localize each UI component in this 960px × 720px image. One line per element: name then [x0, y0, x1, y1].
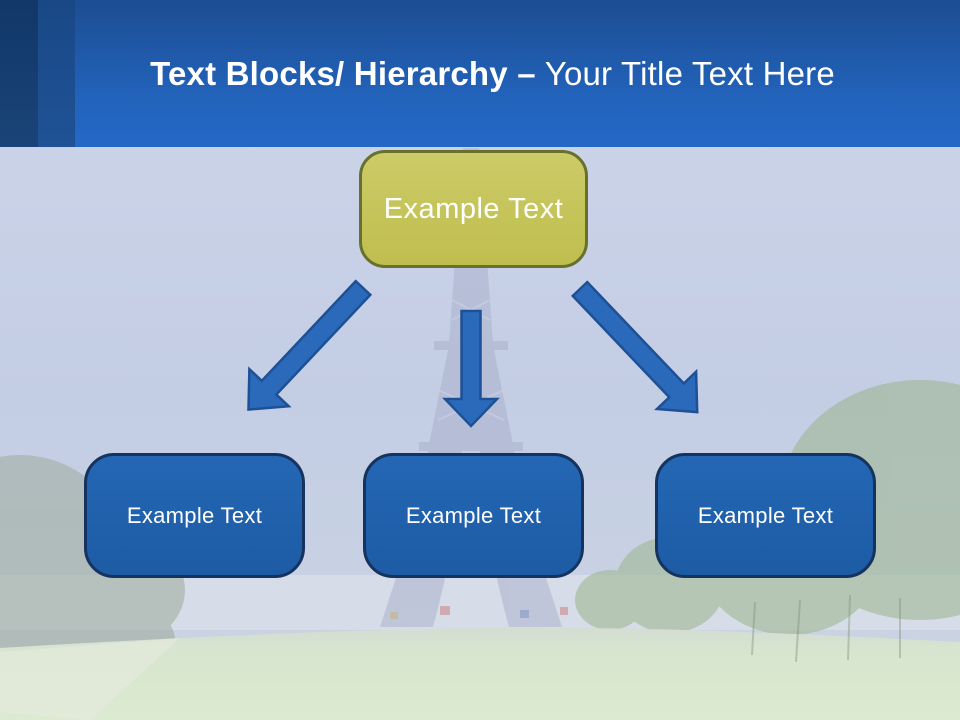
arrow-down-icon[interactable]: [442, 309, 500, 428]
arrow-down-right-icon[interactable]: [560, 270, 716, 430]
lawn: [0, 627, 960, 720]
left-accent-strip-dark: [0, 0, 38, 147]
slide-title-bold: Text Blocks/ Hierarchy –: [150, 54, 536, 92]
arrow-down-left-icon[interactable]: [229, 269, 383, 428]
title-bar: Text Blocks/ Hierarchy – Your Title Text…: [0, 0, 960, 147]
base-details: [390, 606, 568, 619]
child-node-2[interactable]: Example Text: [363, 453, 584, 578]
root-node-label: Example Text: [383, 192, 564, 225]
child-node-3-label: Example Text: [697, 502, 834, 528]
child-node-3[interactable]: Example Text: [655, 453, 876, 578]
slide-title-regular: Your Title Text Here: [544, 54, 835, 92]
child-node-1-label: Example Text: [126, 502, 263, 528]
child-node-2-label: Example Text: [405, 502, 542, 528]
tree-trunks: [751, 594, 901, 663]
child-node-1[interactable]: Example Text: [84, 453, 305, 578]
root-node[interactable]: Example Text: [359, 150, 588, 268]
path: [0, 638, 180, 720]
left-accent-strip-medium: [38, 0, 75, 147]
slide-title[interactable]: Text Blocks/ Hierarchy – Your Title Text…: [75, 0, 960, 147]
